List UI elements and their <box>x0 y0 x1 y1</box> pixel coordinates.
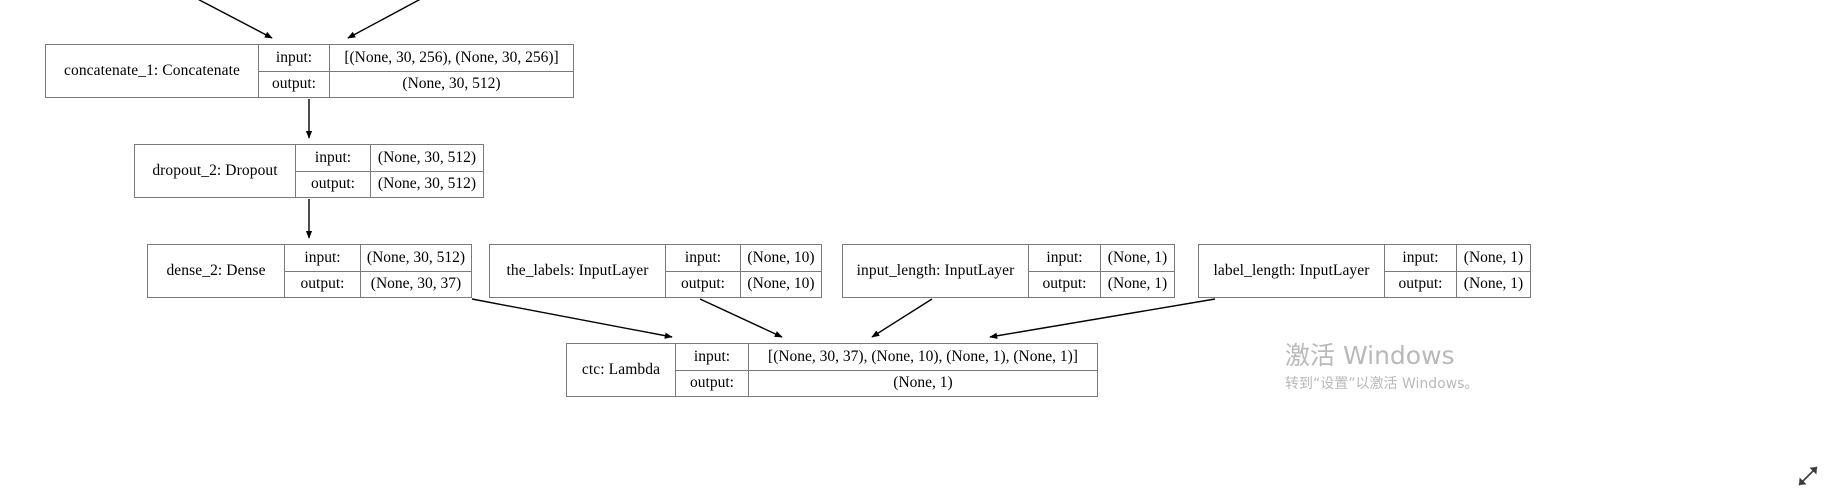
node-output-row: output: (None, 1) <box>676 369 1097 396</box>
node-dense-2[interactable]: dense_2: Dense input: (None, 30, 512) ou… <box>147 244 472 298</box>
node-io-table: input: (None, 1) output: (None, 1) <box>1028 245 1174 297</box>
output-label: output: <box>1042 275 1087 293</box>
node-the-labels[interactable]: the_labels: InputLayer input: (None, 10)… <box>489 244 822 298</box>
output-label: output: <box>690 374 734 392</box>
node-input-row: input: (None, 30, 512) <box>296 145 483 171</box>
node-output-row: output: (None, 1) <box>1385 270 1530 297</box>
node-title: dense_2: Dense <box>166 262 266 279</box>
node-io-table: input: [(None, 30, 256), (None, 30, 256)… <box>258 45 573 97</box>
node-label-length[interactable]: label_length: InputLayer input: (None, 1… <box>1198 244 1531 298</box>
edge-offscreen-to-concatenate_1 <box>197 0 421 39</box>
node-input-row: input: (None, 10) <box>666 245 821 271</box>
node-io-table: input: (None, 10) output: (None, 10) <box>665 245 821 297</box>
node-output-row: output: (None, 30, 512) <box>259 70 573 97</box>
input-shape-value: (None, 1) <box>1100 245 1174 271</box>
input-label: input: <box>684 248 722 266</box>
node-output-row: output: (None, 30, 37) <box>285 270 471 297</box>
output-shape-value: (None, 30, 512) <box>370 171 483 197</box>
input-label: input: <box>304 248 341 266</box>
input-shape-value: (None, 30, 512) <box>370 145 483 171</box>
input-label: input: <box>314 148 352 166</box>
node-io-table: input: [(None, 30, 37), (None, 10), (Non… <box>675 344 1097 396</box>
node-title: concatenate_1: Concatenate <box>63 62 241 79</box>
input-label: input: <box>1046 248 1083 266</box>
node-input-row: input: [(None, 30, 256), (None, 30, 256)… <box>259 45 573 71</box>
output-shape-value: (None, 1) <box>1456 271 1530 297</box>
node-output-row: output: (None, 10) <box>666 270 821 297</box>
output-label: output: <box>1398 275 1443 293</box>
output-shape-value: (None, 1) <box>748 370 1097 396</box>
node-concatenate-1[interactable]: concatenate_1: Concatenate input: [(None… <box>45 44 574 98</box>
output-shape-value: (None, 1) <box>1100 271 1174 297</box>
output-label: output: <box>681 275 725 293</box>
node-title: dropout_2: Dropout <box>152 162 278 179</box>
input-shape-value: (None, 1) <box>1456 245 1530 271</box>
node-input-row: input: (None, 1) <box>1029 245 1174 271</box>
node-io-table: input: (None, 30, 512) output: (None, 30… <box>295 145 483 197</box>
edge-dense_2-to-ctc <box>471 298 673 339</box>
node-title: ctc: Lambda <box>581 361 661 378</box>
node-title: the_labels: InputLayer <box>506 262 649 279</box>
input-shape-value: (None, 30, 512) <box>360 245 471 271</box>
input-label: input: <box>275 48 313 66</box>
node-title: input_length: InputLayer <box>856 262 1015 279</box>
node-title: label_length: InputLayer <box>1213 262 1370 279</box>
node-io-table: input: (None, 30, 512) output: (None, 30… <box>284 245 471 297</box>
output-shape-value: (None, 30, 37) <box>360 271 471 297</box>
edge-input_length-to-ctc <box>871 298 933 338</box>
input-shape-value: [(None, 30, 37), (None, 10), (None, 1), … <box>748 344 1097 370</box>
edge-label_length-to-ctc <box>989 298 1216 339</box>
resize-diagonal-icon[interactable] <box>1795 463 1821 489</box>
input-shape-value: [(None, 30, 256), (None, 30, 256)] <box>329 45 573 71</box>
node-input-row: input: (None, 1) <box>1385 245 1530 271</box>
node-output-row: output: (None, 1) <box>1029 270 1174 297</box>
edge-the_labels-to-ctc <box>699 298 783 338</box>
output-label: output: <box>311 175 355 193</box>
node-dropout-2[interactable]: dropout_2: Dropout input: (None, 30, 512… <box>134 144 484 198</box>
output-label: output: <box>300 275 345 293</box>
input-label: input: <box>693 347 731 365</box>
node-io-table: input: (None, 1) output: (None, 1) <box>1384 245 1530 297</box>
output-shape-value: (None, 10) <box>740 271 821 297</box>
node-input-row: input: [(None, 30, 37), (None, 10), (Non… <box>676 344 1097 370</box>
input-label: input: <box>1402 248 1439 266</box>
node-output-row: output: (None, 30, 512) <box>296 170 483 197</box>
node-input-row: input: (None, 30, 512) <box>285 245 471 271</box>
input-shape-value: (None, 10) <box>740 245 821 271</box>
output-label: output: <box>272 75 316 93</box>
node-ctc[interactable]: ctc: Lambda input: [(None, 30, 37), (Non… <box>566 343 1098 397</box>
node-input-length[interactable]: input_length: InputLayer input: (None, 1… <box>842 244 1175 298</box>
output-shape-value: (None, 30, 512) <box>329 71 573 97</box>
resize-diagonal-glyph <box>1798 466 1818 486</box>
